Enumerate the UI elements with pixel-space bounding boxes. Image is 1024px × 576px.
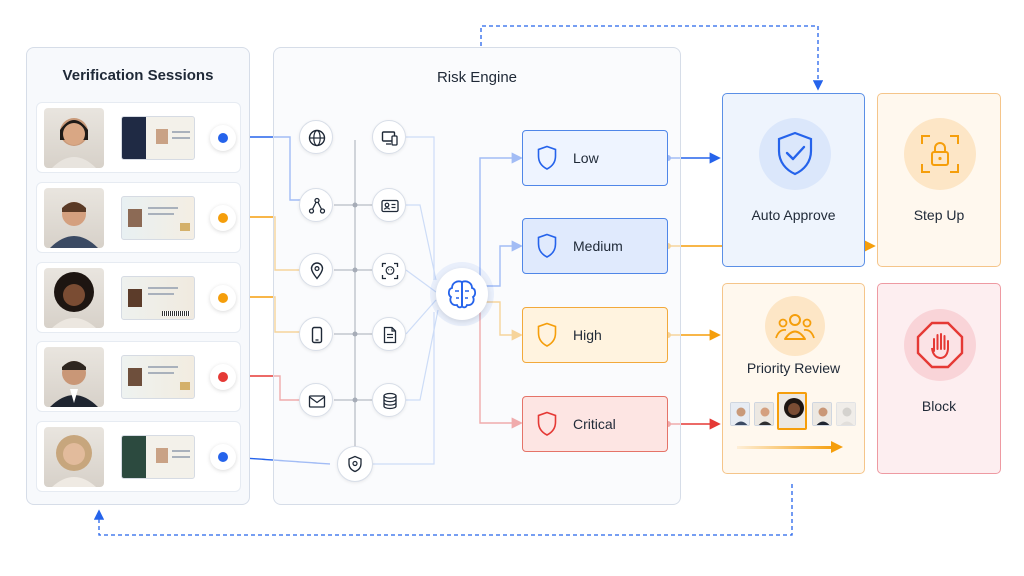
passport-image (121, 116, 195, 160)
session-row[interactable] (36, 102, 241, 173)
phone-icon (299, 317, 333, 351)
face-scan-icon (372, 253, 406, 287)
status-indicator (210, 444, 236, 470)
queue-avatar-selected (777, 392, 807, 430)
risk-level-low[interactable]: Low (522, 130, 668, 186)
status-indicator (210, 364, 236, 390)
id-card-image (121, 276, 195, 320)
database-icon (372, 383, 406, 417)
network-icon (299, 188, 333, 222)
risk-level-critical[interactable]: Critical (522, 396, 668, 452)
id-card-image (121, 196, 195, 240)
session-row[interactable] (36, 262, 241, 333)
verification-sessions-panel: Verification Sessions (26, 47, 250, 505)
device-icon (372, 120, 406, 154)
lock-scan-icon (921, 135, 959, 173)
shield-icon (537, 411, 557, 436)
queue-avatar (730, 402, 750, 426)
shield-check-icon (777, 131, 813, 176)
avatar (44, 188, 104, 248)
status-dot (218, 293, 228, 303)
location-icon (299, 253, 333, 287)
queue-avatar (812, 402, 832, 426)
session-row[interactable] (36, 341, 241, 412)
globe-icon (299, 120, 333, 154)
risk-label: Medium (573, 238, 623, 254)
passport-image (121, 435, 195, 479)
outcome-auto-approve[interactable]: Auto Approve (722, 93, 865, 267)
outcome-label: Priority Review (746, 360, 841, 376)
outcome-block[interactable]: Block (877, 283, 1001, 474)
brain-icon (436, 268, 488, 320)
avatar (44, 427, 104, 487)
queue-avatar (836, 402, 856, 426)
risk-label: Low (573, 150, 599, 166)
session-row[interactable] (36, 182, 241, 253)
arrow-right-icon (831, 441, 843, 453)
team-icon (775, 314, 815, 340)
session-row[interactable] (36, 421, 241, 492)
review-progress-arrow (737, 446, 837, 449)
avatar (44, 347, 104, 407)
shield-icon (537, 322, 557, 347)
status-indicator (210, 125, 236, 151)
id-card-image (121, 355, 195, 399)
outcome-label: Auto Approve (751, 207, 836, 223)
status-dot (218, 372, 228, 382)
panel-title: Risk Engine (436, 69, 518, 86)
outcome-label: Step Up (913, 207, 965, 223)
outcome-priority-review[interactable]: Priority Review (722, 283, 865, 474)
stop-hand-icon (916, 321, 964, 369)
shield-icon (337, 446, 373, 482)
avatar (44, 108, 104, 168)
status-dot (218, 213, 228, 223)
outcome-step-up[interactable]: Step Up (877, 93, 1001, 267)
shield-icon (537, 233, 557, 258)
avatar (44, 268, 104, 328)
outcome-label: Block (921, 398, 957, 414)
risk-level-medium[interactable]: Medium (522, 218, 668, 274)
status-dot (218, 452, 228, 462)
status-dot (218, 133, 228, 143)
status-indicator (210, 285, 236, 311)
status-indicator (210, 205, 236, 231)
risk-label: Critical (573, 416, 616, 432)
shield-icon (537, 145, 557, 170)
email-icon (299, 383, 333, 417)
document-icon (372, 317, 406, 351)
panel-title: Verification Sessions (62, 67, 214, 84)
risk-label: High (573, 327, 602, 343)
risk-level-high[interactable]: High (522, 307, 668, 363)
queue-avatar (754, 402, 774, 426)
id-card-icon (372, 188, 406, 222)
